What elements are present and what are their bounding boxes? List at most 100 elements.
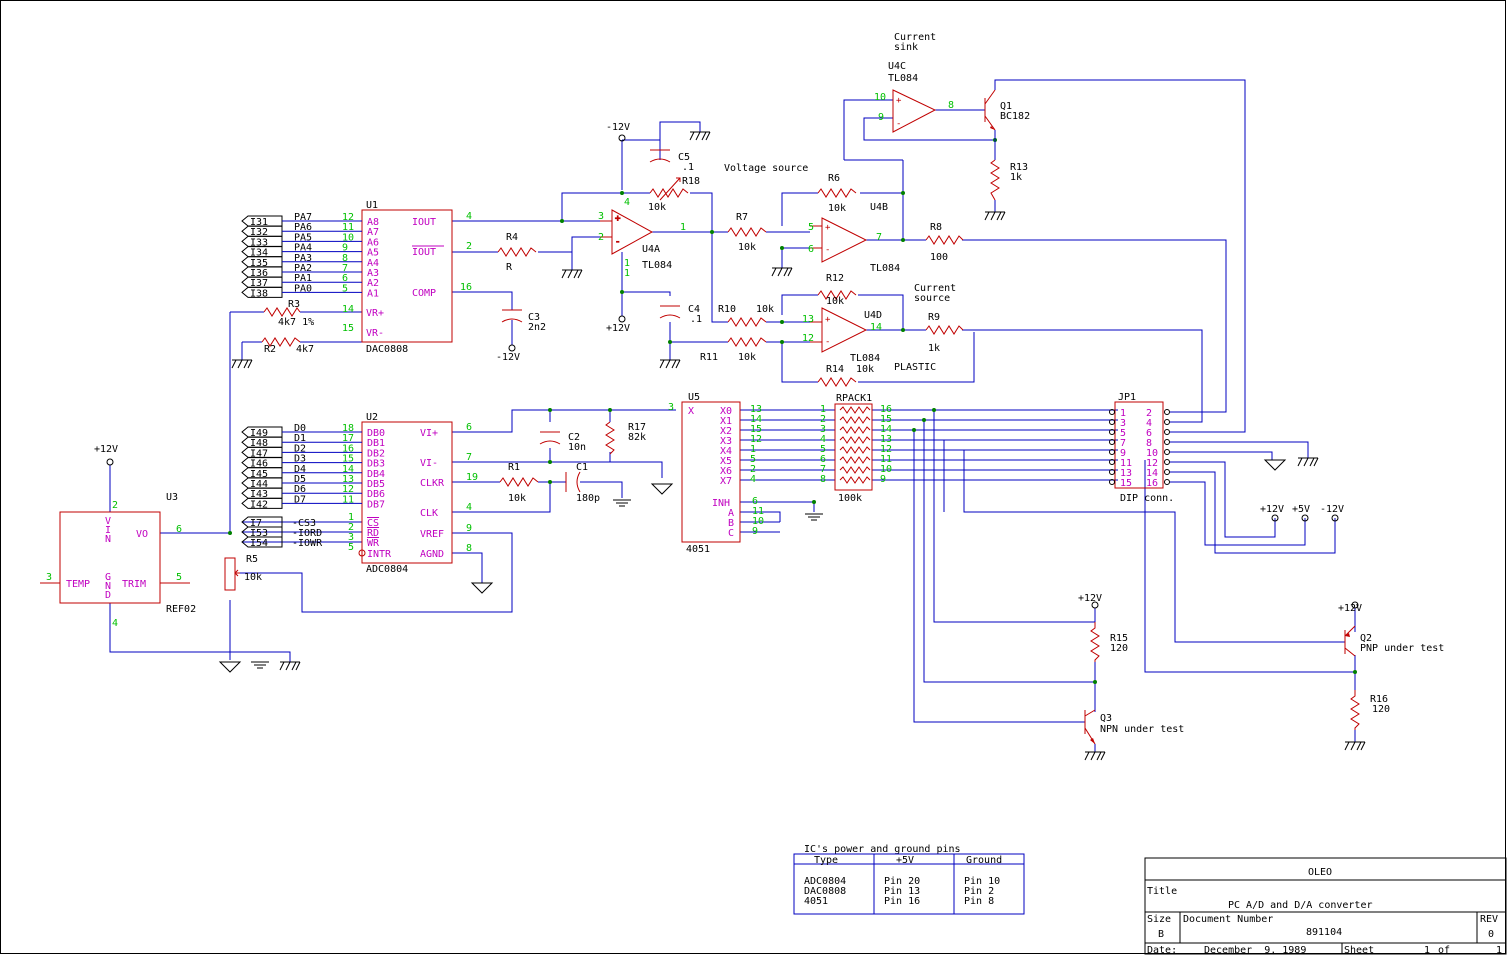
control-port-label: I53 (250, 528, 268, 539)
control-net-label: -IORD (292, 528, 322, 539)
ground-icon (231, 359, 253, 369)
u4a-opamp: + - U4A TL084 3 2 1 4 1 1 -12V +12V (598, 122, 686, 334)
pin-name: RD (367, 528, 379, 539)
input-port-label: I36 (250, 268, 268, 279)
pin-name: A6 (367, 237, 379, 248)
pin-number: 5 (750, 454, 756, 465)
sheet-of-value: 1 (1496, 945, 1502, 955)
title-block: OLEO Title PC A/D and D/A converter Size… (1144, 857, 1507, 955)
pin-number: 14 (342, 464, 354, 475)
net-label: D4 (294, 464, 306, 475)
supply-terminals: +12V +5V -12V (1260, 504, 1344, 522)
r17-resistor: R17 82k (605, 421, 646, 455)
power-table-cell: ADC0804 (804, 876, 846, 887)
u4c-part: TL084 (888, 73, 918, 84)
r17-value: 82k (628, 432, 646, 443)
pin-number: 10 (342, 232, 354, 243)
u4c-pin-8: 8 (948, 100, 954, 111)
u3-gnd-n: N (105, 581, 111, 592)
date-label: Date: (1147, 945, 1177, 955)
pin-name: 10 (1146, 448, 1158, 459)
pin-name: INTR (367, 549, 392, 560)
u4c-pin-9: 9 (878, 112, 884, 123)
input-port-label: I49 (250, 428, 268, 439)
power-pin-table: IC's power and ground pins Type +5V Grou… (793, 844, 1025, 915)
supply-pos12: +12V (1260, 504, 1284, 515)
pin-number: 10 (752, 516, 764, 527)
pin-name: DB6 (367, 489, 385, 500)
r13-value: 1k (1010, 172, 1022, 183)
ground-triangle-icon (650, 483, 674, 495)
r5-ref: R5 (246, 554, 258, 565)
svg-text:+: + (896, 96, 902, 106)
pin-name: 16 (1146, 478, 1158, 489)
pin-name: 5 (1120, 428, 1126, 439)
pin-number: 18 (342, 423, 354, 434)
pin-number: 13 (880, 434, 892, 445)
pin-number: 2 (750, 464, 756, 475)
pin-number: 11 (752, 506, 764, 517)
power-table-cell: Pin 13 (884, 886, 920, 897)
pin-name: DB0 (367, 428, 385, 439)
pin-number: 15 (342, 454, 354, 465)
wires (109, 79, 1356, 742)
input-port-label: I44 (250, 479, 268, 490)
pin-name: X2 (720, 426, 732, 437)
pin-number: 9 (752, 526, 758, 537)
power-table-header-5v: +5V (896, 855, 914, 866)
u4c-pin-10: 10 (874, 92, 886, 103)
pin-number: 5 (342, 283, 348, 294)
supply-neg12: -12V (1320, 504, 1344, 515)
svg-text:-: - (615, 237, 620, 247)
pin-name: DB2 (367, 448, 385, 459)
pin-name: A1 (367, 288, 379, 299)
u5-x-pin: 3 (668, 402, 674, 413)
voltage-source-label: Voltage source (724, 163, 808, 174)
u3-vin-i: I (105, 525, 111, 536)
pin-name: CLKR (420, 478, 445, 489)
pin-name: X4 (720, 446, 732, 457)
rpack-resistor (839, 446, 871, 454)
q1-transistor: Q1 BC182 (984, 89, 1030, 160)
r9-resistor: R9 1k (925, 312, 964, 354)
r15-supply: +12V (1078, 593, 1102, 604)
pin-name: A2 (367, 278, 379, 289)
r9-ref: R9 (928, 312, 940, 323)
size-label: Size (1147, 914, 1171, 925)
current-sink-label-1: Current (894, 32, 936, 43)
ground-icon (771, 267, 793, 277)
pin-number: 6 (342, 273, 348, 284)
jp1-contact (1164, 429, 1170, 435)
u3-gnd-g: G (105, 572, 111, 583)
power-table-caption: IC's power and ground pins (804, 844, 961, 855)
ground-triangle-icon (470, 582, 494, 594)
q2-pnp-transistor: +12V Q2 PNP under test (1338, 601, 1444, 657)
size-value: B (1158, 929, 1164, 940)
c2-ref: C2 (568, 432, 580, 443)
earth-ground-icon (805, 513, 823, 521)
pin-number: 16 (342, 443, 354, 454)
input-port-label: I48 (250, 438, 268, 449)
pin-name: 13 (1120, 468, 1132, 479)
ground-icon (1344, 741, 1366, 751)
ground-symbols (218, 131, 1366, 761)
pin-number: 16 (880, 404, 892, 415)
pin-number: 3 (348, 532, 354, 543)
u1-vrp: VR+ (366, 308, 384, 319)
pin-number: 8 (820, 474, 826, 485)
pin-number: 4 (466, 502, 472, 513)
current-source-label-2: source (914, 293, 950, 304)
r15-value: 120 (1110, 643, 1128, 654)
net-label: D0 (294, 423, 306, 434)
jp1-contact (1164, 409, 1170, 415)
docnum-value: 891104 (1306, 927, 1342, 938)
pin-number: 8 (342, 253, 348, 264)
r7-ref: R7 (736, 212, 748, 223)
c3-supply: -12V (496, 352, 520, 363)
